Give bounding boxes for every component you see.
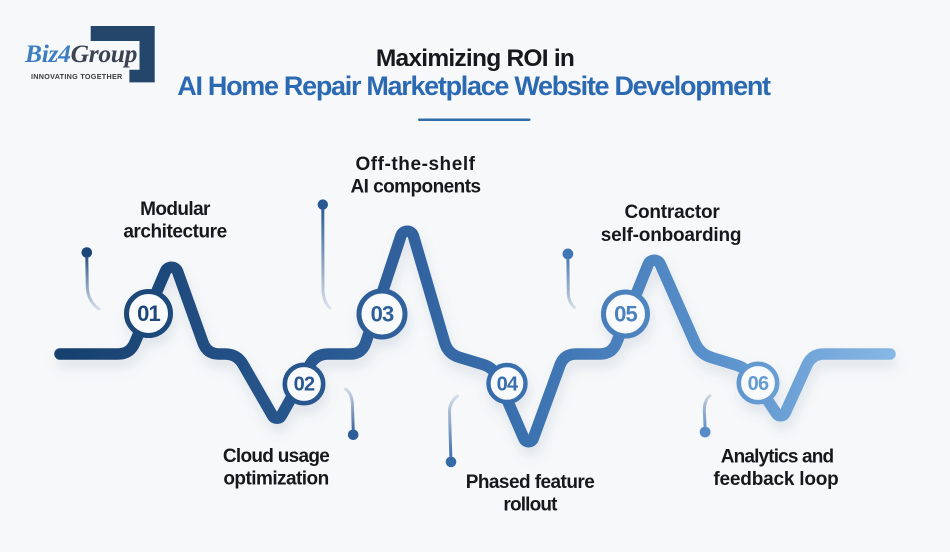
- svg-text:Contractor: Contractor: [624, 202, 720, 223]
- svg-text:Analytics and: Analytics and: [721, 446, 834, 467]
- svg-text:Cloud usage: Cloud usage: [223, 446, 329, 467]
- svg-text:Maximizing ROI in: Maximizing ROI in: [376, 45, 574, 72]
- svg-text:architecture: architecture: [123, 222, 226, 243]
- svg-text:Phased feature: Phased feature: [466, 472, 595, 493]
- svg-text:rollout: rollout: [503, 495, 558, 516]
- svg-text:INNOVATING TOGETHER: INNOVATING TOGETHER: [31, 72, 123, 81]
- svg-text:feedback loop: feedback loop: [713, 469, 838, 490]
- svg-text:01: 01: [137, 301, 160, 326]
- svg-text:Biz4Group: Biz4Group: [24, 39, 137, 68]
- svg-text:Off-the-shelf: Off-the-shelf: [355, 154, 475, 175]
- svg-text:optimization: optimization: [223, 469, 328, 490]
- svg-text:05: 05: [614, 302, 637, 327]
- svg-text:AI Home Repair Marketplace Web: AI Home Repair Marketplace Website Devel…: [177, 71, 771, 101]
- svg-text:06: 06: [748, 373, 769, 395]
- svg-text:04: 04: [497, 374, 519, 396]
- svg-text:self-onboarding: self-onboarding: [601, 225, 742, 246]
- svg-text:02: 02: [294, 374, 315, 396]
- svg-text:03: 03: [371, 302, 394, 327]
- svg-text:Modular: Modular: [140, 199, 211, 220]
- svg-text:AI components: AI components: [350, 176, 480, 197]
